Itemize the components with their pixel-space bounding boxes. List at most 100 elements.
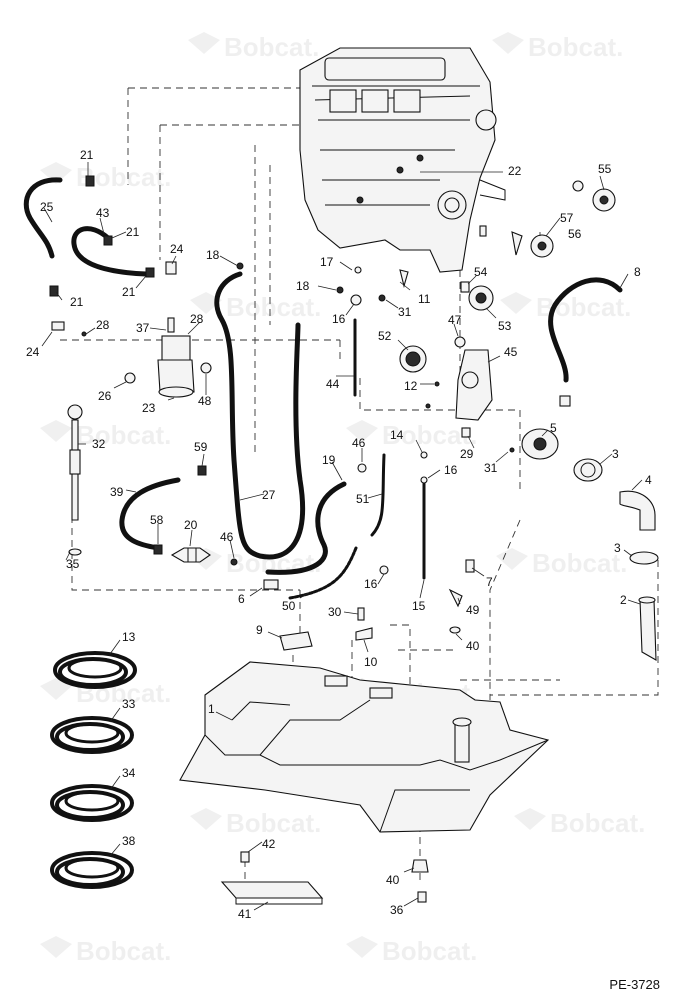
hose-39 [119,477,181,551]
hose-50 [288,546,358,600]
watermark-text: Bobcat. [550,808,645,838]
watermark-text: Bobcat. [76,936,171,966]
callout: 46 [220,530,234,544]
callout: 40 [386,873,400,887]
callout: 4 [645,473,652,487]
callout: 16 [444,463,458,477]
callout: 19 [322,453,336,467]
callout: 6 [238,592,245,606]
hose-coils [50,651,137,889]
callout: 1 [208,702,215,716]
callout: 25 [40,200,54,214]
watermark-text: Bobcat. [532,548,627,578]
callout: 52 [378,329,392,343]
callout: 54 [474,265,488,279]
watermark: Bobcat. [190,292,321,322]
watermark-text: Bobcat. [528,32,623,62]
callout: 8 [634,265,641,279]
callout: 33 [122,697,136,711]
callout: 31 [398,305,412,319]
callout: 16 [332,312,346,326]
watermark: Bobcat. [40,162,171,192]
callout: 55 [598,162,612,176]
callout: 31 [484,461,498,475]
callout: 51 [356,492,370,506]
callout: 43 [96,206,110,220]
hose-coil-34 [50,784,134,822]
callout: 37 [136,321,150,335]
callout: 22 [508,164,522,178]
fuel-tank [179,661,550,833]
watermark-text: Bobcat. [382,936,477,966]
watermark-layer: Bobcat. Bobcat. Bobcat. Bobcat. Bobcat. … [40,32,645,966]
hose-coil-38 [50,851,134,889]
callout: 35 [66,557,80,571]
watermark: Bobcat. [346,420,477,450]
callout: 28 [190,312,204,326]
hose-8 [548,277,623,383]
small-parts [49,175,659,661]
callout: 18 [206,248,220,262]
callout: 42 [262,837,276,851]
callout: 24 [170,242,184,256]
callout: 7 [486,575,493,589]
callout: 58 [150,513,164,527]
callout: 5 [550,421,557,435]
watermark: Bobcat. [190,808,321,838]
callout: 46 [352,436,366,450]
hose-25 [23,177,63,259]
callout: 14 [390,428,404,442]
hose-43 [71,226,149,277]
callout: 41 [238,907,252,921]
callout: 15 [412,599,426,613]
callout: 28 [96,318,110,332]
callout: 10 [364,655,378,669]
callout: 9 [256,623,263,637]
callout: 20 [184,518,198,532]
callout: 21 [70,295,84,309]
engine-block [299,47,506,273]
callout: 23 [142,401,156,415]
watermark: Bobcat. [188,32,319,62]
callout: 44 [326,377,340,391]
callout: 39 [110,485,124,499]
callout: 56 [568,227,582,241]
callout: 30 [328,605,342,619]
watermark-text: Bobcat. [224,32,319,62]
callout: 16 [364,577,378,591]
callout: 3 [612,447,619,461]
callout: 57 [560,211,574,225]
callout: 53 [498,319,512,333]
callout: 47 [448,313,462,327]
callout: 59 [194,440,208,454]
callout: 49 [466,603,480,617]
callout: 45 [504,345,518,359]
callout: 38 [122,834,136,848]
callout: 32 [92,437,106,451]
hose-coil-13 [53,651,137,689]
assembly-lines [60,87,659,880]
bottom-hardware [220,851,429,905]
callout: 2 [620,593,627,607]
callouts: 21 25 43 21 24 21 21 24 28 37 28 18 22 5… [26,148,652,921]
callout: 3 [614,541,621,555]
watermark: Bobcat. [496,548,627,578]
hose-19 [265,481,347,575]
callout: 40 [466,639,480,653]
callout: 29 [460,447,474,461]
watermark: Bobcat. [514,808,645,838]
watermark-text: Bobcat. [226,808,321,838]
watermark: Bobcat. [346,936,477,966]
callout: 21 [126,225,140,239]
callout: 21 [80,148,94,162]
callout: 36 [390,903,404,917]
watermark: Bobcat. [40,936,171,966]
hose-27 [214,271,306,560]
callout: 48 [198,394,212,408]
diagram-reference-code: PE-3728 [609,977,660,992]
hose-coil-33 [50,716,134,754]
hoses [23,177,623,600]
callout: 21 [122,285,136,299]
watermark: Bobcat. [500,292,631,322]
